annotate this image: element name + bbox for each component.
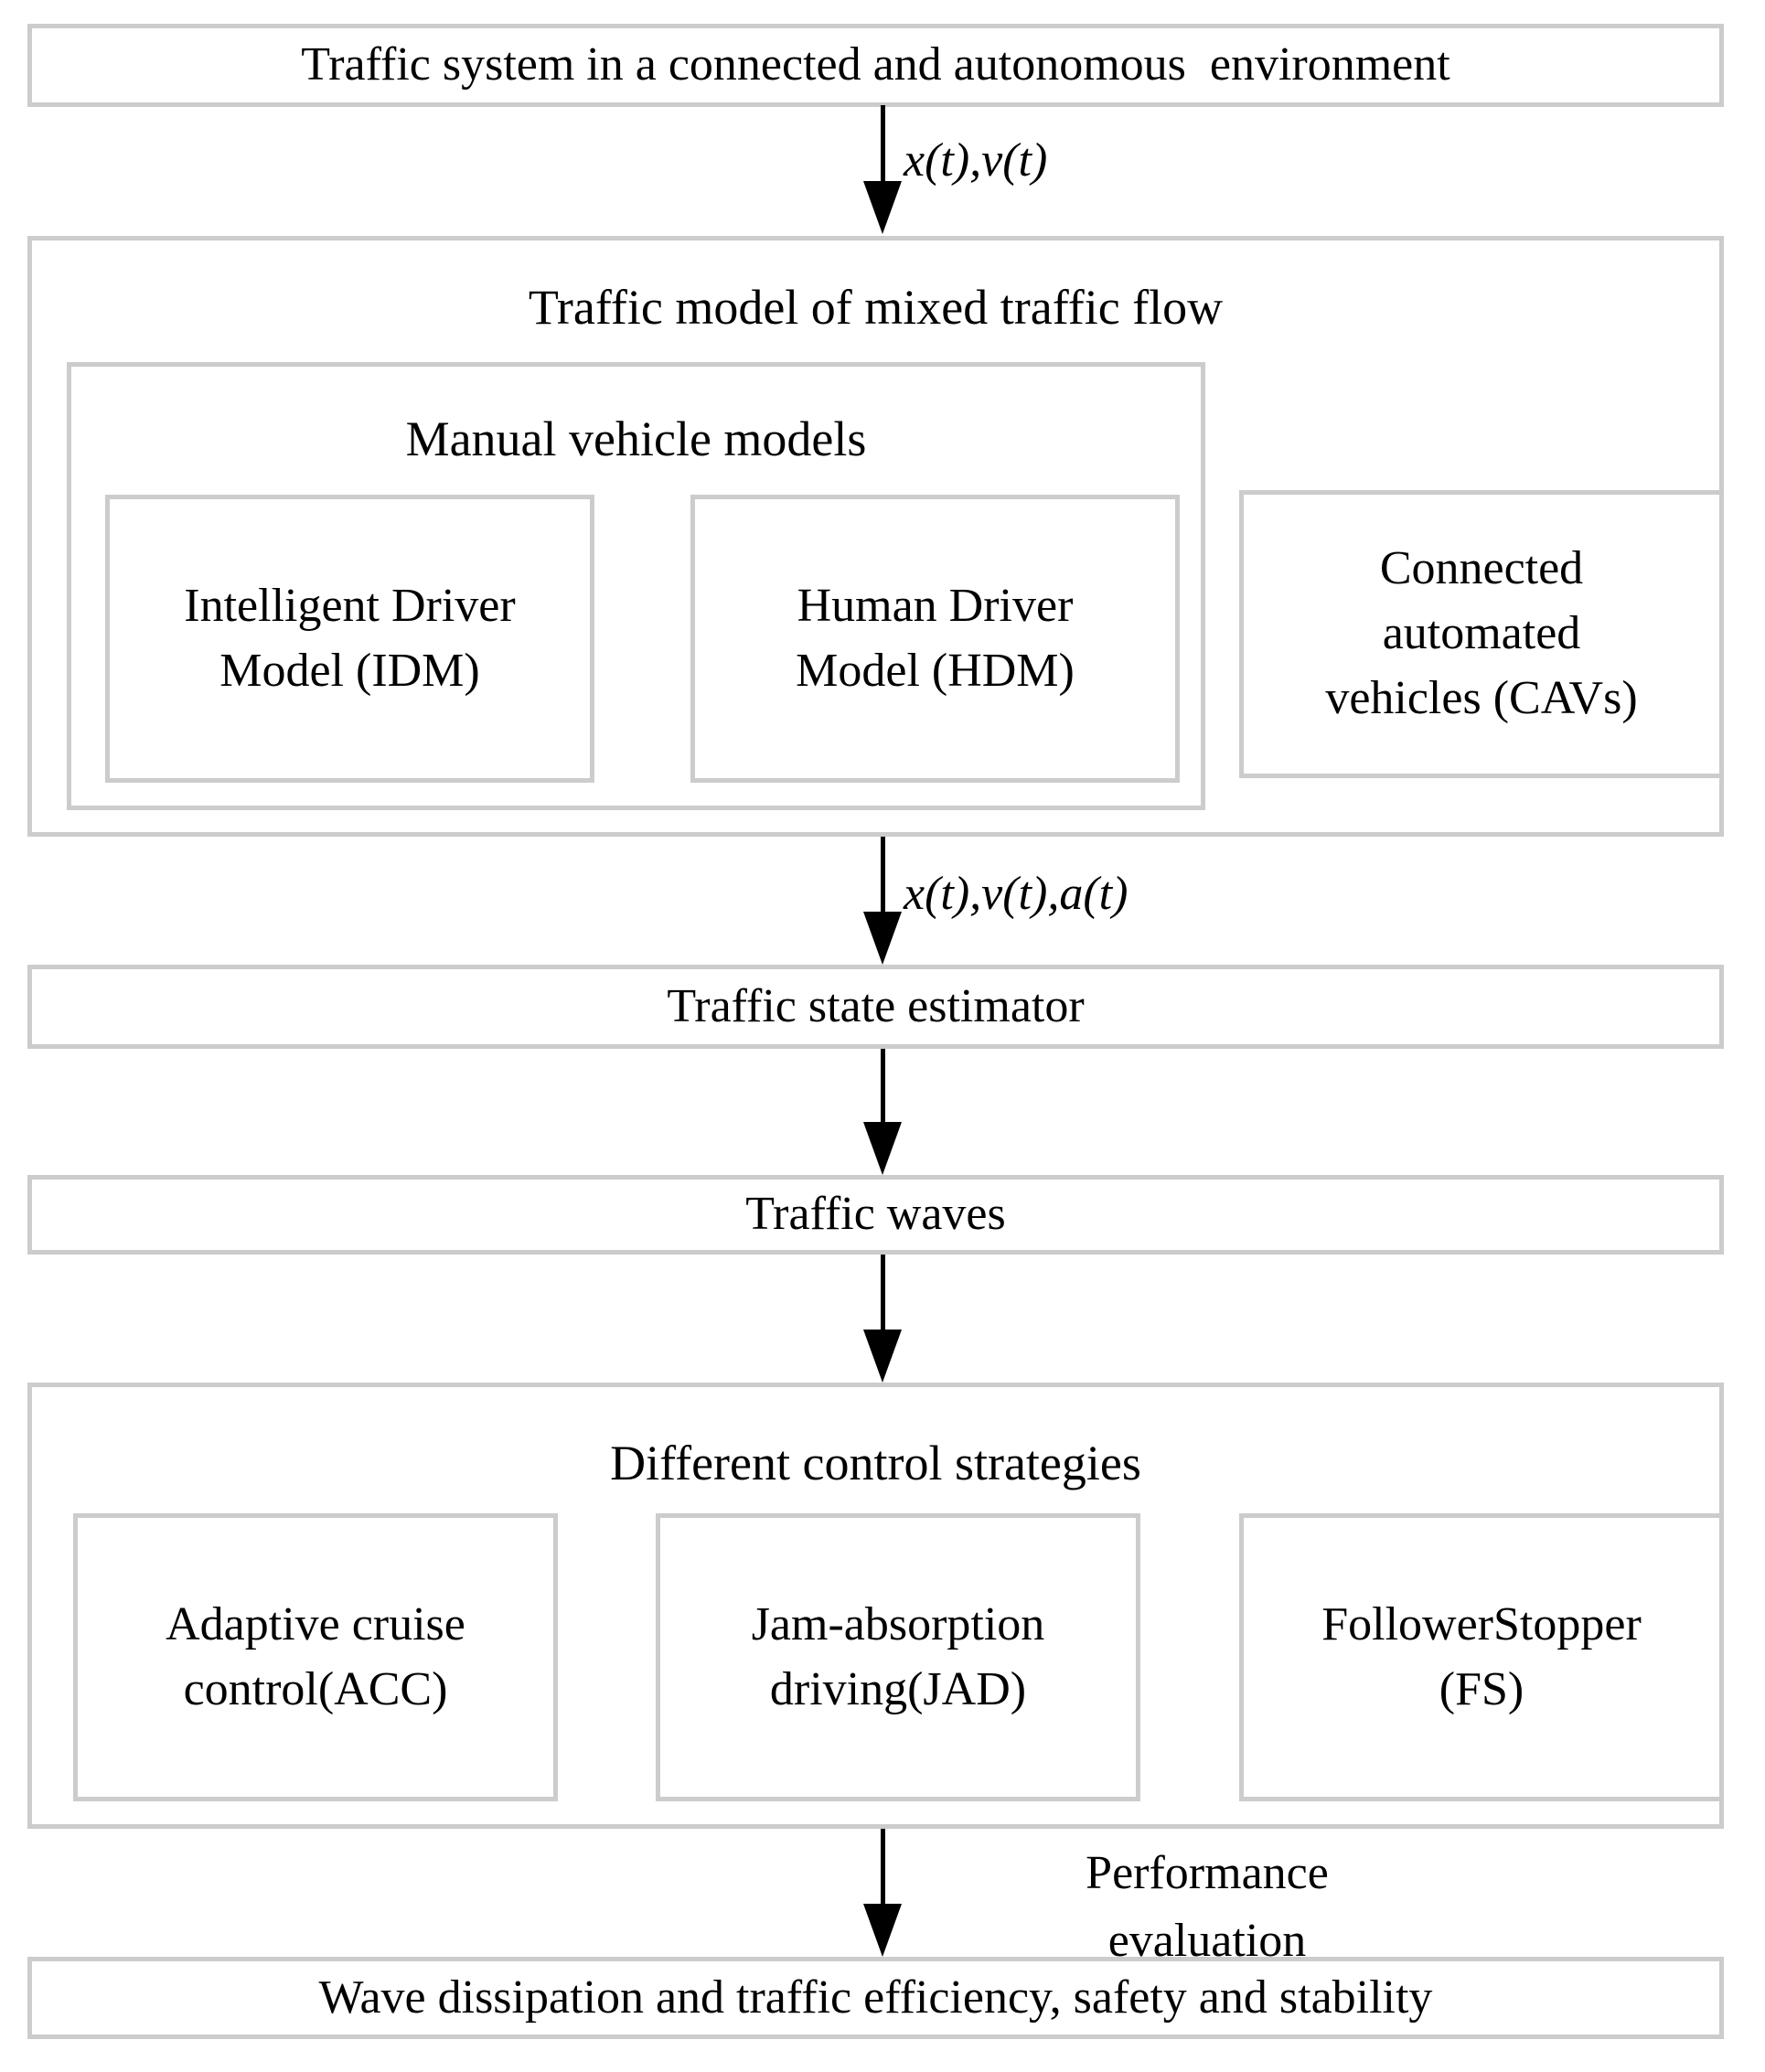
box-traffic-model-title: Traffic model of mixed traffic flow	[528, 280, 1224, 335]
arrow-down-4	[862, 1255, 903, 1383]
arrowhead-icon	[863, 181, 902, 234]
box-traffic-waves: Traffic waves	[27, 1175, 1724, 1255]
box-acc: Adaptive cruise control(ACC)	[73, 1513, 558, 1801]
box-fs: FollowerStopper (FS)	[1239, 1513, 1724, 1801]
box-control-strategies: Different control strategies Adaptive cr…	[27, 1383, 1724, 1829]
box-wave-dissipation: Wave dissipation and traffic efficiency,…	[27, 1957, 1724, 2039]
box-jad-label: Jam-absorption driving(JAD)	[751, 1597, 1057, 1715]
box-fs-label: FollowerStopper (FS)	[1321, 1597, 1653, 1715]
box-manual-vehicle-models-title: Manual vehicle models	[405, 411, 867, 466]
arrow-stem	[880, 1049, 885, 1122]
box-idm: Intelligent Driver Model (IDM)	[105, 495, 594, 783]
arrowhead-icon	[863, 1122, 902, 1175]
arrow-down-3	[862, 1049, 903, 1175]
box-wave-dissipation-label: Wave dissipation and traffic efficiency,…	[318, 1971, 1433, 2024]
box-control-strategies-title: Different control strategies	[610, 1436, 1141, 1490]
box-cavs-label: Connected automated vehicles (CAVs)	[1325, 542, 1638, 724]
flow-label-xv: x(t),v(t)	[904, 134, 1048, 187]
arrow-stem	[880, 105, 885, 181]
box-traffic-state-estimator: Traffic state estimator	[27, 965, 1724, 1049]
box-cavs: Connected automated vehicles (CAVs)	[1239, 490, 1724, 778]
box-traffic-state-estimator-label: Traffic state estimator	[667, 979, 1085, 1032]
flow-label-xva: x(t),v(t),a(t)	[904, 868, 1129, 920]
arrow-down-1	[862, 105, 903, 234]
box-traffic-system-label: Traffic system in a connected and autono…	[301, 38, 1450, 91]
box-hdm-label: Human Driver Model (HDM)	[796, 579, 1086, 697]
arrowhead-icon	[863, 912, 902, 965]
box-idm-label: Intelligent Driver Model (IDM)	[184, 579, 528, 697]
box-manual-vehicle-models: Manual vehicle models Intelligent Driver…	[67, 362, 1205, 810]
box-traffic-model: Traffic model of mixed traffic flow Manu…	[27, 236, 1724, 837]
arrow-stem	[880, 1829, 885, 1904]
arrow-stem	[880, 1255, 885, 1330]
box-traffic-waves-label: Traffic waves	[745, 1188, 1006, 1241]
arrow-down-2	[862, 837, 903, 965]
performance-evaluation-label: Performance evaluation	[1086, 1847, 1329, 1967]
box-jad: Jam-absorption driving(JAD)	[656, 1513, 1140, 1801]
arrow-down-5	[862, 1829, 903, 1957]
box-traffic-system: Traffic system in a connected and autono…	[27, 24, 1724, 107]
arrow-stem	[880, 837, 885, 912]
box-acc-label: Adaptive cruise control(ACC)	[166, 1597, 477, 1715]
box-hdm: Human Driver Model (HDM)	[690, 495, 1180, 783]
arrowhead-icon	[863, 1904, 902, 1957]
arrowhead-icon	[863, 1330, 902, 1383]
